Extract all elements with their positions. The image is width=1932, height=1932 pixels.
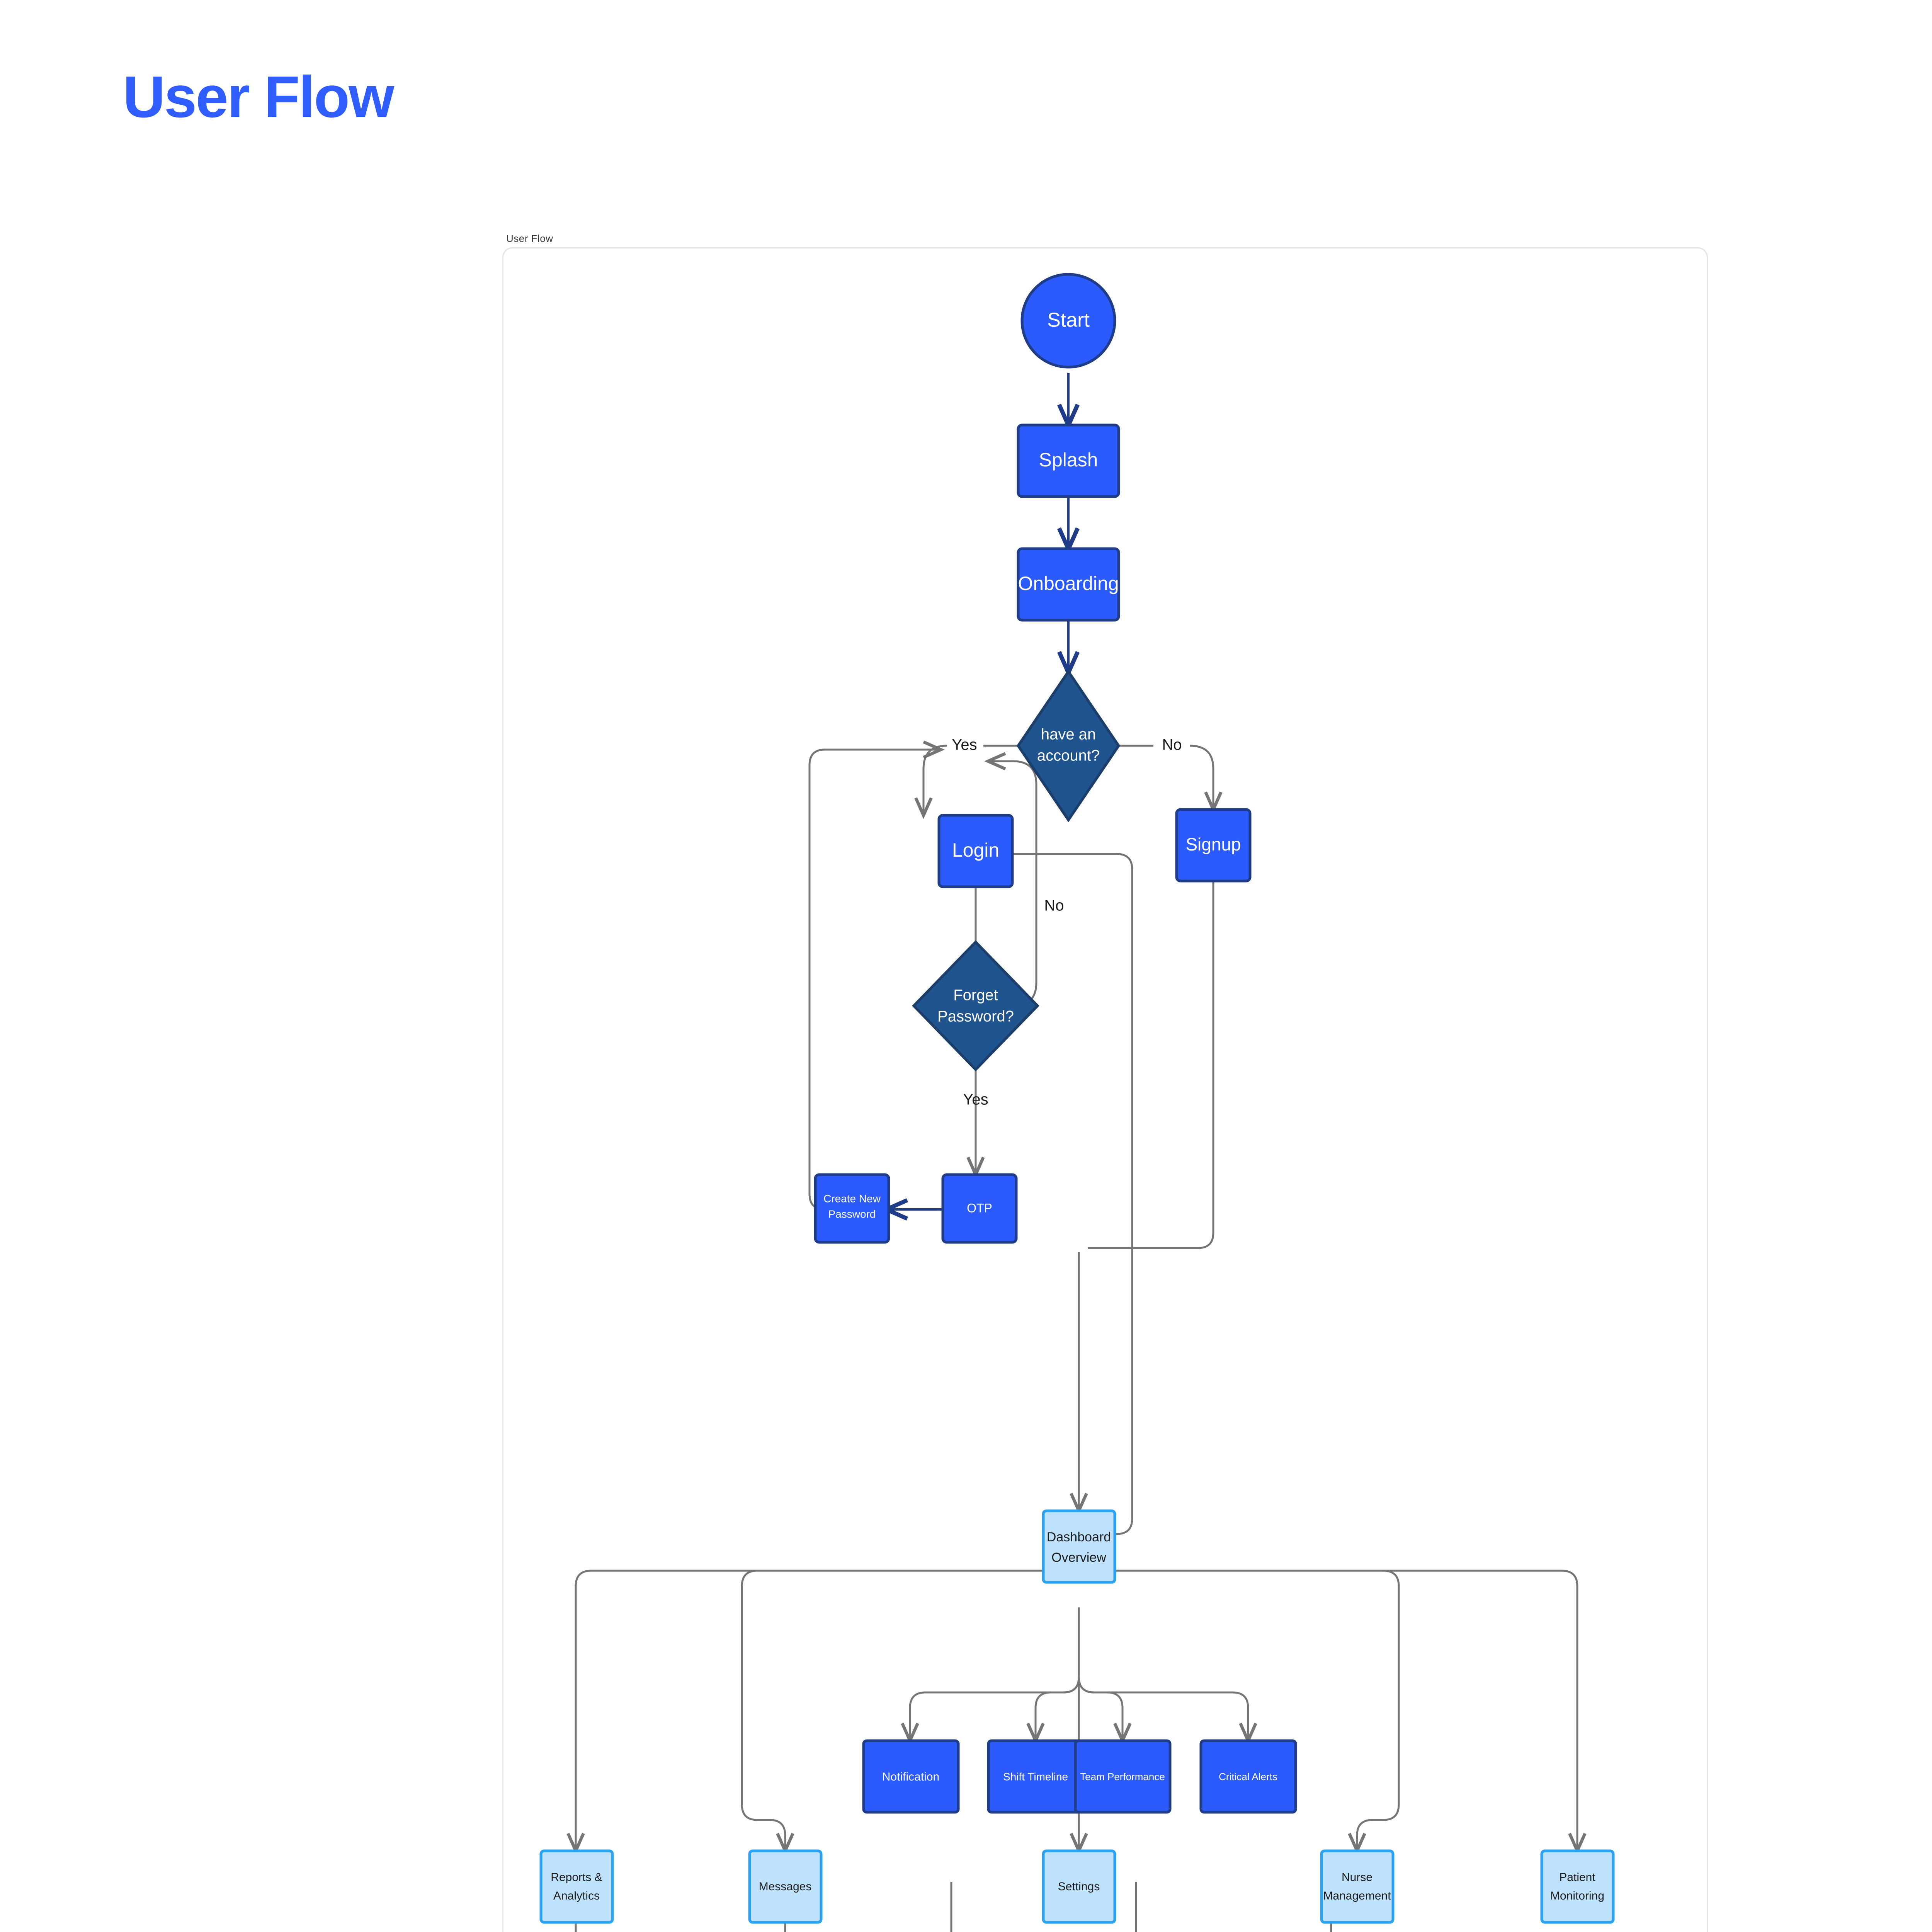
node-nurse-management[interactable]: Nurse Management	[1320, 1849, 1395, 1924]
edge-dash-nurse	[1115, 1570, 1400, 1855]
canvas-label: User Flow	[506, 233, 553, 244]
node-reports-analytics-label-2: Analytics	[553, 1889, 600, 1902]
node-patient-monitoring-label-1: Patient	[1559, 1871, 1595, 1884]
edge-dash-criticalalerts	[1078, 1677, 1257, 1745]
edge-dash-notification	[901, 1665, 1080, 1745]
node-splash[interactable]: Splash	[1017, 423, 1120, 498]
node-messages[interactable]: Messages	[748, 1849, 823, 1924]
node-notification-label: Notification	[882, 1770, 939, 1783]
edge-label-no-forget-password: No	[1044, 897, 1064, 914]
node-patient-monitoring-label-2: Monitoring	[1550, 1889, 1604, 1902]
node-create-new-password-label-1: Create New	[823, 1192, 881, 1204]
edge-dash-messages	[741, 1570, 1043, 1855]
node-signup-label: Signup	[1185, 834, 1241, 854]
edge-label-yes-have-account: Yes	[952, 736, 977, 753]
node-have-account-label-2: account?	[1037, 747, 1100, 764]
node-splash-label: Splash	[1039, 449, 1098, 471]
node-team-performance-label: Team Performance	[1080, 1771, 1165, 1782]
edge-decision-signup	[1190, 745, 1223, 813]
node-start[interactable]: Start	[1020, 273, 1116, 369]
node-dashboard-overview-label-2: Overview	[1051, 1550, 1106, 1565]
node-settings-label: Settings	[1058, 1880, 1100, 1893]
node-team-performance[interactable]: Team Performance	[1074, 1739, 1172, 1814]
edge-label-layer: Yes No No Yes	[952, 736, 1182, 1108]
node-create-new-password[interactable]: Create New Password	[814, 1173, 890, 1244]
edge-dash-reports	[566, 1570, 1043, 1855]
edge-login-dashboard-route	[1012, 853, 1133, 1535]
flowchart-canvas: User Flow	[502, 233, 1708, 1932]
edge-signup-dashboard-route	[1088, 881, 1214, 1249]
node-settings[interactable]: Settings	[1042, 1849, 1116, 1924]
edge-dash-teamperformance	[1078, 1677, 1132, 1745]
node-reports-analytics[interactable]: Reports & Analytics	[539, 1849, 614, 1924]
node-reports-analytics-label-1: Reports &	[551, 1871, 602, 1884]
edge-dash-shifttimeline	[1026, 1677, 1080, 1745]
edge-newpassword-login	[808, 740, 945, 1211]
node-nurse-management-label-2: Management	[1323, 1889, 1391, 1902]
node-critical-alerts-label: Critical Alerts	[1219, 1771, 1277, 1782]
node-forget-password[interactable]: Forget Password?	[912, 940, 1039, 1072]
node-start-label: Start	[1047, 309, 1090, 332]
node-create-new-password-label-2: Password	[828, 1208, 876, 1220]
canvas-frame	[502, 247, 1708, 1932]
node-dashboard-overview[interactable]: Dashboard Overview	[1042, 1509, 1116, 1584]
edge-decision-login	[914, 745, 947, 819]
node-login-label: Login	[952, 839, 999, 861]
node-dashboard-overview-label-1: Dashboard	[1047, 1530, 1111, 1544]
edge-label-no-have-account: No	[1162, 736, 1182, 753]
edge-dash-patient	[1115, 1570, 1587, 1855]
node-otp-label: OTP	[967, 1201, 992, 1215]
node-have-account[interactable]: have an account?	[1016, 669, 1121, 823]
node-patient-monitoring[interactable]: Patient Monitoring	[1540, 1849, 1615, 1924]
edge-label-yes-forget-password: Yes	[963, 1091, 988, 1108]
node-forget-password-label-1: Forget	[953, 987, 998, 1004]
node-forget-password-label-2: Password?	[937, 1008, 1014, 1025]
node-have-account-label-1: have an	[1041, 726, 1096, 743]
flowchart-svg: Start Splash Onboarding have an account?	[539, 273, 1615, 1932]
node-onboarding[interactable]: Onboarding	[1017, 547, 1120, 622]
node-signup[interactable]: Signup	[1175, 808, 1252, 883]
page-title: User Flow	[123, 64, 394, 130]
node-messages-label: Messages	[759, 1880, 812, 1893]
node-shift-timeline-label: Shift Timeline	[1003, 1770, 1068, 1782]
node-nurse-management-label-1: Nurse	[1342, 1871, 1372, 1884]
node-onboarding-label: Onboarding	[1018, 573, 1119, 594]
node-otp[interactable]: OTP	[941, 1173, 1018, 1244]
node-notification[interactable]: Notification	[862, 1739, 960, 1814]
connector-layer	[566, 373, 1587, 1932]
node-login[interactable]: Login	[937, 814, 1014, 888]
node-critical-alerts[interactable]: Critical Alerts	[1199, 1739, 1297, 1814]
node-shift-timeline[interactable]: Shift Timeline	[987, 1739, 1085, 1814]
node-layer: Start Splash Onboarding have an account?	[539, 273, 1615, 1924]
